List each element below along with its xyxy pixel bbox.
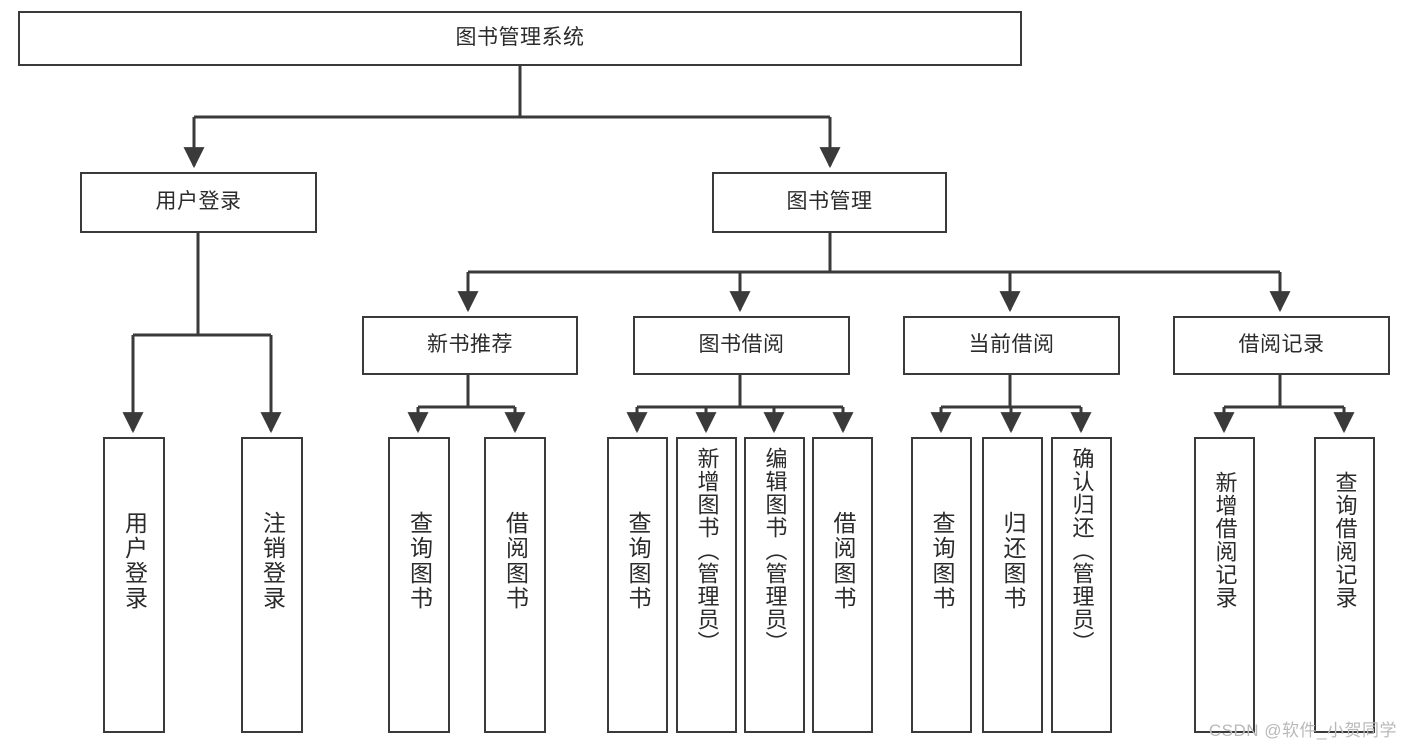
leaf-borrow-book-2[interactable]: 借阅图书: [812, 437, 873, 733]
leaf-add-record-label: 新增借阅记录: [1212, 471, 1238, 609]
node-book-manage-label: 图书管理: [786, 190, 873, 214]
leaf-confirm-return[interactable]: 确认归还（管理员）: [1051, 437, 1112, 733]
node-book-borrow[interactable]: 图书借阅: [633, 316, 850, 375]
leaf-add-book-label: 新增图书（管理员）: [694, 447, 720, 654]
leaf-borrow-book-1-label: 借阅图书: [502, 511, 529, 611]
node-root[interactable]: 图书管理系统: [18, 11, 1022, 66]
leaf-edit-book-label: 编辑图书（管理员）: [762, 447, 788, 654]
node-book-manage[interactable]: 图书管理: [712, 172, 947, 233]
leaf-query-record[interactable]: 查询借阅记录: [1314, 437, 1375, 733]
leaf-user-login-label: 用户登录: [121, 511, 148, 611]
leaf-edit-book[interactable]: 编辑图书（管理员）: [744, 437, 805, 733]
node-new-book-recommend[interactable]: 新书推荐: [362, 316, 578, 375]
leaf-logout[interactable]: 注销登录: [241, 437, 303, 733]
leaf-query-book-3[interactable]: 查询图书: [911, 437, 972, 733]
leaf-logout-label: 注销登录: [259, 511, 286, 611]
leaf-return-book-label: 归还图书: [1000, 511, 1026, 611]
leaf-query-book-2-label: 查询图书: [625, 511, 651, 611]
leaf-borrow-book-2-label: 借阅图书: [830, 511, 856, 611]
node-borrow-record[interactable]: 借阅记录: [1173, 316, 1390, 375]
leaf-query-book-2[interactable]: 查询图书: [607, 437, 668, 733]
node-current-borrow[interactable]: 当前借阅: [903, 316, 1120, 375]
leaf-user-login[interactable]: 用户登录: [103, 437, 165, 733]
leaf-query-book-3-label: 查询图书: [929, 511, 955, 611]
leaf-add-record[interactable]: 新增借阅记录: [1194, 437, 1255, 733]
leaf-confirm-return-label: 确认归还（管理员）: [1069, 447, 1095, 654]
node-root-label: 图书管理系统: [455, 26, 585, 50]
leaf-add-book[interactable]: 新增图书（管理员）: [676, 437, 737, 733]
leaf-query-book-1-label: 查询图书: [406, 511, 433, 611]
node-book-borrow-label: 图书借阅: [698, 333, 785, 357]
node-user-login[interactable]: 用户登录: [80, 172, 317, 233]
leaf-return-book[interactable]: 归还图书: [982, 437, 1043, 733]
node-new-book-recommend-label: 新书推荐: [427, 333, 513, 357]
leaf-query-book-1[interactable]: 查询图书: [388, 437, 450, 733]
node-borrow-record-label: 借阅记录: [1238, 333, 1325, 357]
node-user-login-label: 用户登录: [155, 190, 242, 214]
leaf-borrow-book-1[interactable]: 借阅图书: [484, 437, 546, 733]
node-current-borrow-label: 当前借阅: [968, 333, 1055, 357]
leaf-query-record-label: 查询借阅记录: [1332, 471, 1358, 609]
